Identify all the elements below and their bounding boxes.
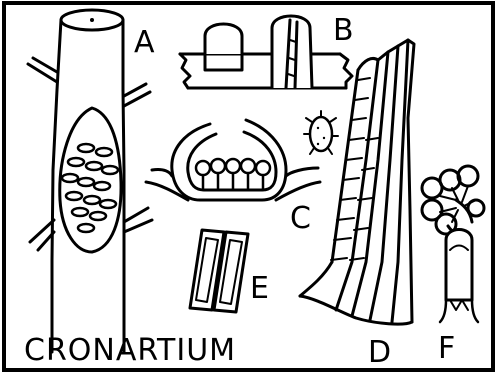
figure-title: CRONARTIUM — [24, 336, 236, 366]
panel-b-aecia-drawing — [180, 16, 352, 88]
panel-label-f: F — [438, 334, 455, 364]
panel-a-branch-drawing — [28, 10, 152, 352]
panel-label-a: A — [134, 28, 155, 58]
panel-label-d: D — [368, 338, 391, 368]
panel-label-b: B — [333, 16, 354, 46]
panel-label-c: C — [290, 204, 311, 234]
panel-e-spore-pair-drawing — [190, 230, 248, 312]
panel-f-germinating-spore-drawing — [422, 166, 484, 322]
panel-c-aecium-section-drawing — [146, 111, 338, 200]
panel-label-e: E — [250, 274, 269, 304]
